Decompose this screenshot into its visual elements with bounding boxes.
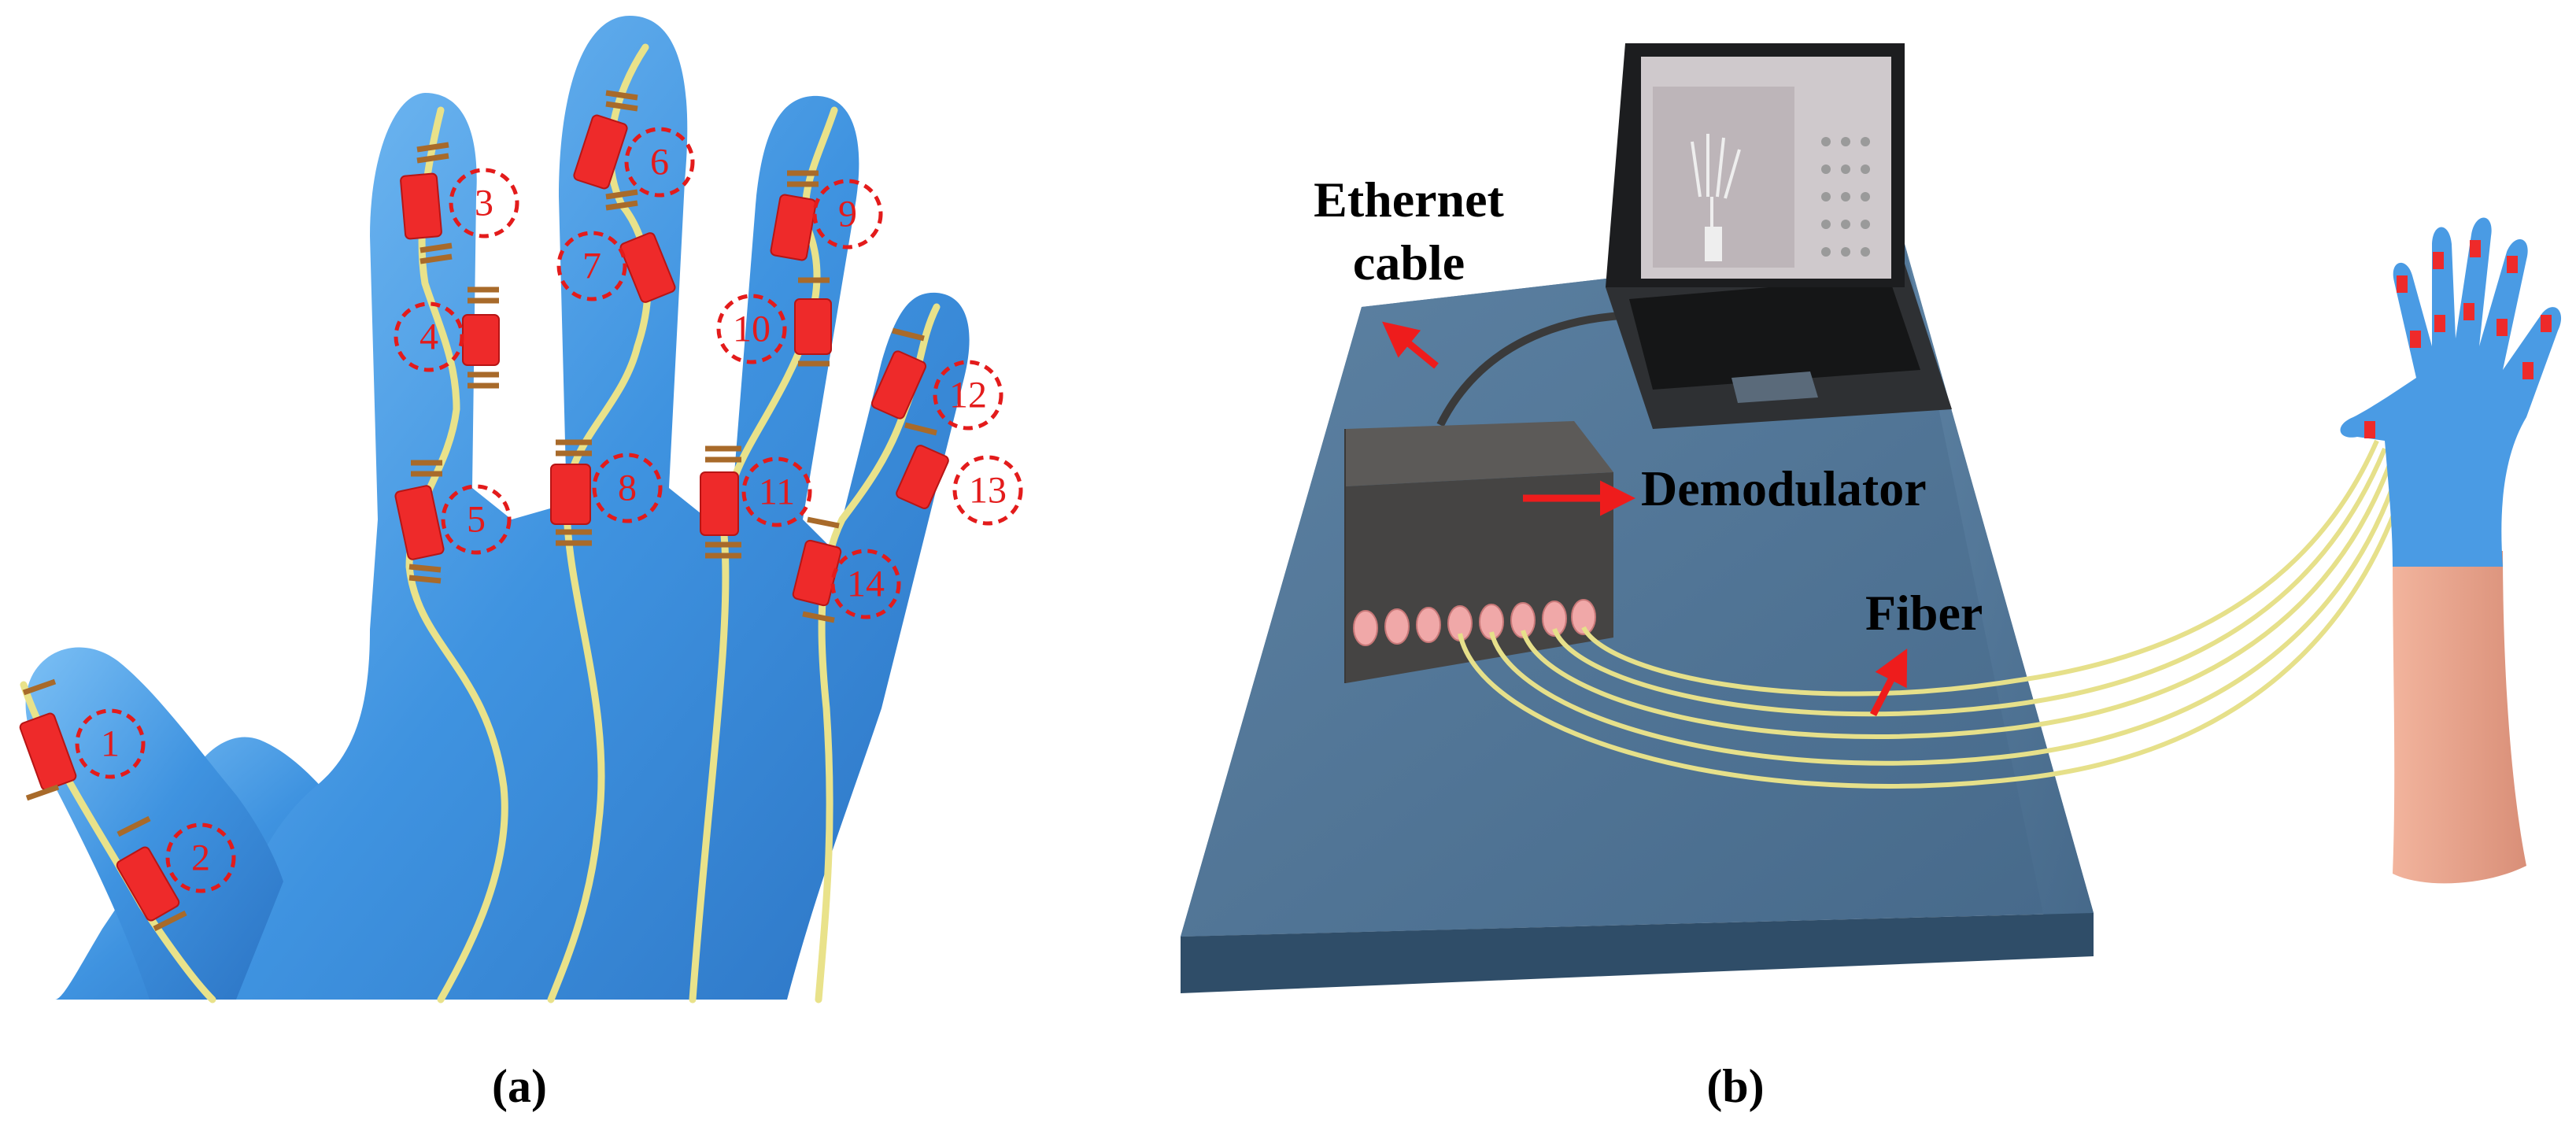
arm-glove-sensors xyxy=(2364,240,2552,438)
caption-b: (b) xyxy=(1706,1060,1764,1112)
marker-circle-7 xyxy=(556,231,627,301)
ethernet-arrow xyxy=(1382,321,1439,369)
marker-circle-3 xyxy=(449,168,519,238)
panel-a-glove: 1 2 3 4 5 6 7 8 9 10 11 12 13 14 (a) xyxy=(19,16,1023,1112)
table-top-right xyxy=(1905,244,2094,929)
fiber-coils xyxy=(22,90,937,932)
laptop-touchpad xyxy=(1732,371,1818,403)
marker-circle-9 xyxy=(812,179,883,249)
marker-circle-8 xyxy=(592,453,663,523)
marker-label-13: 13 xyxy=(969,470,1007,512)
screen-control-panel xyxy=(1821,137,1870,257)
label-cable: cable xyxy=(1353,235,1465,290)
marker-circle-4 xyxy=(394,301,464,372)
demodulator-ports xyxy=(1353,599,1596,646)
marker-label-14: 14 xyxy=(847,564,885,605)
demodulator-top xyxy=(1346,421,1613,486)
arm-glove xyxy=(2340,217,2562,567)
marker-circle-1 xyxy=(75,708,146,779)
marker-label-8: 8 xyxy=(618,468,637,509)
glove-thumb xyxy=(25,647,283,1000)
marker-label-1: 1 xyxy=(101,723,120,765)
marker-circle-10 xyxy=(716,294,787,364)
marker-label-11: 11 xyxy=(759,471,795,513)
marker-circle-6 xyxy=(624,127,695,198)
fiber-arrow xyxy=(1869,648,1908,717)
marker-circle-14 xyxy=(830,549,901,619)
sensor-marker-labels: 1 2 3 4 5 6 7 8 9 10 11 12 13 14 xyxy=(101,142,1007,879)
table-front-edge xyxy=(1181,913,2094,993)
marker-label-4: 4 xyxy=(419,316,438,358)
marker-label-6: 6 xyxy=(650,142,669,183)
label-ethernet: Ethernet xyxy=(1314,172,1504,227)
caption-a: (a) xyxy=(492,1060,547,1112)
marker-circle-2 xyxy=(165,822,236,893)
label-demodulator: Demodulator xyxy=(1641,460,1927,516)
marker-circle-11 xyxy=(741,456,812,527)
laptop-screen-viewport xyxy=(1653,87,1794,268)
marker-label-10: 10 xyxy=(733,309,771,350)
marker-label-5: 5 xyxy=(467,499,486,541)
marker-circle-13 xyxy=(952,455,1023,526)
marker-label-3: 3 xyxy=(475,183,493,224)
marker-circle-12 xyxy=(933,360,1003,431)
optical-fibers xyxy=(1458,439,2411,789)
marker-circle-5 xyxy=(441,484,512,555)
laptop-keyboard xyxy=(1629,277,1920,390)
sensor-markers xyxy=(75,127,1023,893)
screen-hand-render xyxy=(1691,134,1741,261)
forearm xyxy=(2393,551,2526,884)
fbg-sensors xyxy=(19,114,949,922)
marker-label-9: 9 xyxy=(838,194,857,235)
marker-label-7: 7 xyxy=(582,246,601,287)
marker-label-12: 12 xyxy=(949,375,987,416)
demodulator-left xyxy=(1344,429,1346,683)
label-fiber: Fiber xyxy=(1865,585,1983,641)
ethernet-cable xyxy=(1436,311,1646,427)
panel-b-setup: Ethernet cable Demodulator Fiber (b) xyxy=(1181,43,2562,1112)
marker-label-2: 2 xyxy=(191,837,210,879)
